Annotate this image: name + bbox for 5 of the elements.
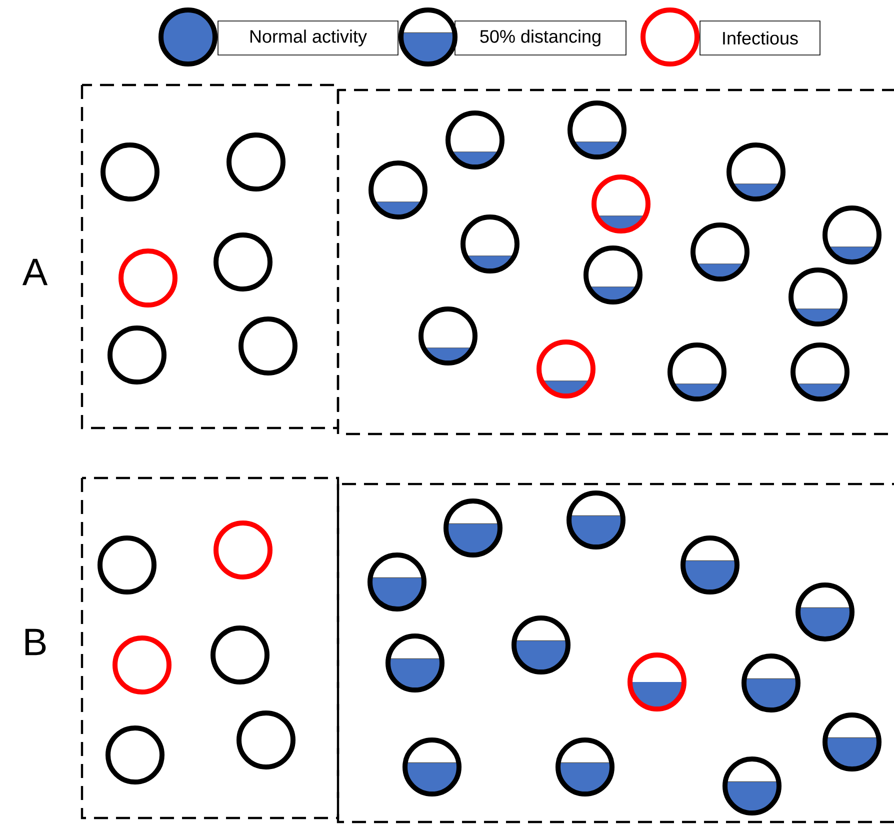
panel-letter: A: [22, 258, 48, 286]
legend-label: Normal activity: [218, 20, 398, 56]
legend-label: Infectious: [700, 20, 820, 56]
panel-letter: B: [25, 628, 46, 656]
legend-label: 50% distancing: [454, 20, 626, 56]
